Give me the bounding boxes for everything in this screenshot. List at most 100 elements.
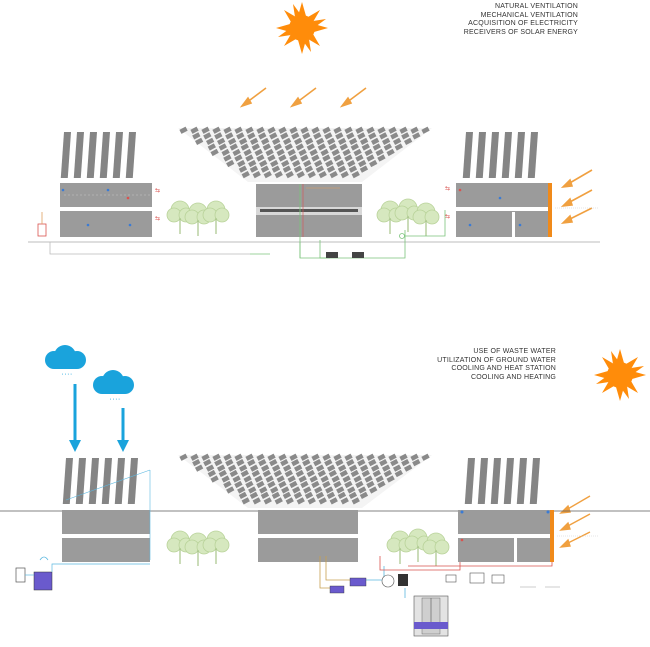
- solar-panel: [179, 126, 188, 134]
- solar-panel: [333, 154, 342, 162]
- water-tank: [15, 556, 150, 591]
- legend-item-utilization-of-ground-water: UTILIZATION OF GROUND WATER: [437, 356, 556, 364]
- solar-panel: [307, 497, 316, 505]
- solar-panel: [300, 480, 309, 489]
- solar-panel: [234, 126, 243, 134]
- solar-panel: [379, 459, 388, 467]
- solar-panel: [240, 143, 249, 151]
- legend-item-receivers-of-solar-energy: RECEIVERS OF SOLAR ENERGY: [463, 28, 578, 36]
- solar-panel: [225, 132, 234, 140]
- solar-panel: [256, 453, 265, 461]
- solar-panel: [386, 475, 395, 483]
- solar-panel: [333, 453, 342, 461]
- left-building: ⇆ ⇆: [60, 132, 160, 237]
- solar-panel: [324, 459, 333, 467]
- solar-panel: [322, 453, 331, 461]
- solar-panel: [284, 469, 293, 478]
- solar-panel: [300, 154, 309, 162]
- solar-panel: [333, 480, 342, 489]
- solar-panel: [238, 137, 248, 145]
- solar-panel: [179, 453, 188, 461]
- solar-panel: [359, 491, 369, 499]
- solar-panel: [251, 143, 260, 151]
- solar-panel: [289, 480, 298, 489]
- solar-panel: [326, 137, 336, 145]
- solar-panel: [254, 148, 263, 157]
- solar-panel: [292, 159, 301, 168]
- solar-panel: [295, 469, 304, 478]
- solar-panel: [216, 137, 226, 145]
- solar-panel: [340, 497, 349, 505]
- solar-panel: [383, 469, 392, 478]
- solar-panel: [315, 464, 325, 472]
- solar-panel: [210, 148, 219, 157]
- solar-panel: [317, 143, 326, 151]
- solar-panel: [394, 469, 403, 478]
- solar-panel: [344, 453, 353, 461]
- solar-panel: [370, 137, 380, 145]
- solar-panel: [236, 132, 245, 140]
- solar-panel: [227, 137, 237, 145]
- solar-panel: [359, 464, 369, 472]
- solar-panel: [410, 453, 419, 461]
- solar-panel: [291, 132, 300, 140]
- solar-panel: [212, 453, 221, 461]
- solar-panel: [339, 143, 348, 151]
- solar-panel: [289, 126, 298, 134]
- solar-panel: [350, 143, 359, 151]
- solar-panel: [262, 469, 271, 478]
- solar-panel: [237, 486, 246, 494]
- legend-item-natural-ventilation: NATURAL VENTILATION: [494, 3, 578, 10]
- solar-panel: [303, 159, 312, 168]
- solar-panel: [226, 486, 235, 494]
- solar-panel: [282, 491, 292, 499]
- solar-panel: [278, 480, 287, 489]
- solar-panel: [347, 159, 356, 168]
- solar-panel: [326, 464, 336, 472]
- solar-panel: [227, 464, 237, 472]
- svg-text:⇆: ⇆: [445, 185, 450, 192]
- solar-panel: [229, 469, 238, 478]
- solar-panel: [366, 126, 375, 134]
- solar-panel: [278, 154, 287, 162]
- solar-panel: [412, 132, 421, 140]
- solar-panel: [375, 148, 384, 157]
- solar-panel: [240, 469, 249, 478]
- legend-item-cooling-and-heat-station: COOLING AND HEAT STATION: [451, 365, 556, 372]
- solar-panel: [329, 497, 338, 505]
- solar-panel: [258, 459, 267, 467]
- solar-panel: [265, 148, 274, 157]
- solar-panel: [270, 486, 279, 494]
- solar-panel: [348, 165, 358, 173]
- solar-panel: [223, 453, 232, 461]
- solar-panel: [289, 453, 298, 461]
- solar-panel: [226, 159, 235, 168]
- solar-panel: [337, 464, 347, 472]
- solar-panel: [245, 480, 254, 489]
- solar-panel: [260, 165, 270, 173]
- solar-panel: [221, 475, 230, 483]
- legend-item-use-of-waste-water: USE OF WASTE WATER: [473, 348, 556, 355]
- solar-panel: [375, 475, 384, 483]
- solar-panel: [252, 497, 261, 505]
- solar-panel: [388, 126, 397, 134]
- solar-panel: [372, 469, 381, 478]
- solar-panel: [355, 480, 364, 489]
- solar-panel: [359, 137, 369, 145]
- solar-panel: [328, 143, 337, 151]
- solar-panel: [335, 132, 344, 140]
- solar-panel: [241, 171, 250, 179]
- solar-panel: [377, 154, 386, 162]
- solar-panel: [278, 453, 287, 461]
- solar-panel: [315, 137, 325, 145]
- solar-panel: [342, 148, 351, 157]
- solar-panel: [340, 171, 349, 179]
- solar-panel: [238, 464, 248, 472]
- solar-panel: [392, 464, 402, 472]
- solar-panel: [274, 497, 283, 505]
- solar-panel: [370, 464, 380, 472]
- solar-panel: [287, 475, 296, 483]
- solar-panel: [306, 469, 315, 478]
